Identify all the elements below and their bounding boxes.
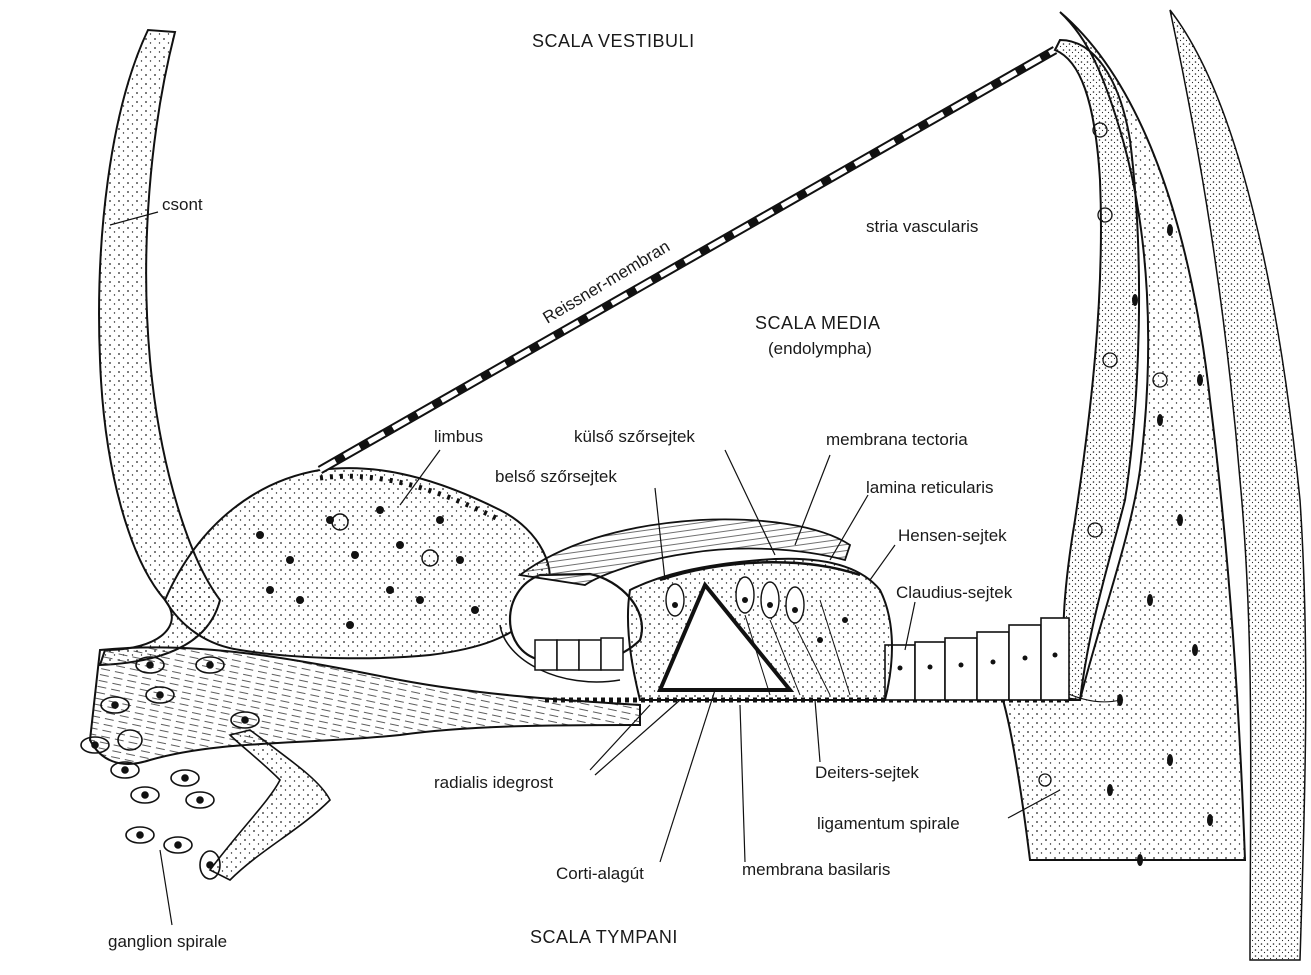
label-limbus: limbus xyxy=(434,428,483,445)
reissner-membrane xyxy=(320,50,1055,470)
label-stria-vascularis: stria vascularis xyxy=(866,218,978,235)
label-hensen-sejtek: Hensen-sejtek xyxy=(898,527,1007,544)
label-ligamentum-spirale: ligamentum spirale xyxy=(817,815,960,832)
nerve-fibers xyxy=(90,647,640,880)
claudius-cells xyxy=(885,618,1069,700)
lateral-wall xyxy=(1000,10,1306,960)
label-membrana-basilaris: membrana basilaris xyxy=(742,861,890,878)
label-deiters-sejtek: Deiters-sejtek xyxy=(815,764,919,781)
organ-of-corti xyxy=(628,559,892,700)
label-ganglion-spirale: ganglion spirale xyxy=(108,933,227,950)
label-lamina-reticularis: lamina reticularis xyxy=(866,479,994,496)
inner-border-cells xyxy=(535,638,623,670)
label-claudius-sejtek: Claudius-sejtek xyxy=(896,584,1012,601)
label-scala-media: SCALA MEDIA xyxy=(755,314,881,332)
label-kulso-szorsejtek: külső szőrsejtek xyxy=(574,428,695,445)
label-scala-tympani: SCALA TYMPANI xyxy=(530,928,678,946)
limbus-body xyxy=(165,468,550,658)
label-endolympha: (endolympha) xyxy=(768,340,872,357)
label-csont: csont xyxy=(162,196,203,213)
label-corti-alagut: Corti-alagút xyxy=(556,865,644,882)
label-belso-szorsejtek: belső szőrsejtek xyxy=(495,468,617,485)
label-scala-vestibuli: SCALA VESTIBULI xyxy=(532,32,695,50)
label-membrana-tectoria: membrana tectoria xyxy=(826,431,968,448)
label-radialis-idegrost: radialis idegrost xyxy=(434,774,553,791)
